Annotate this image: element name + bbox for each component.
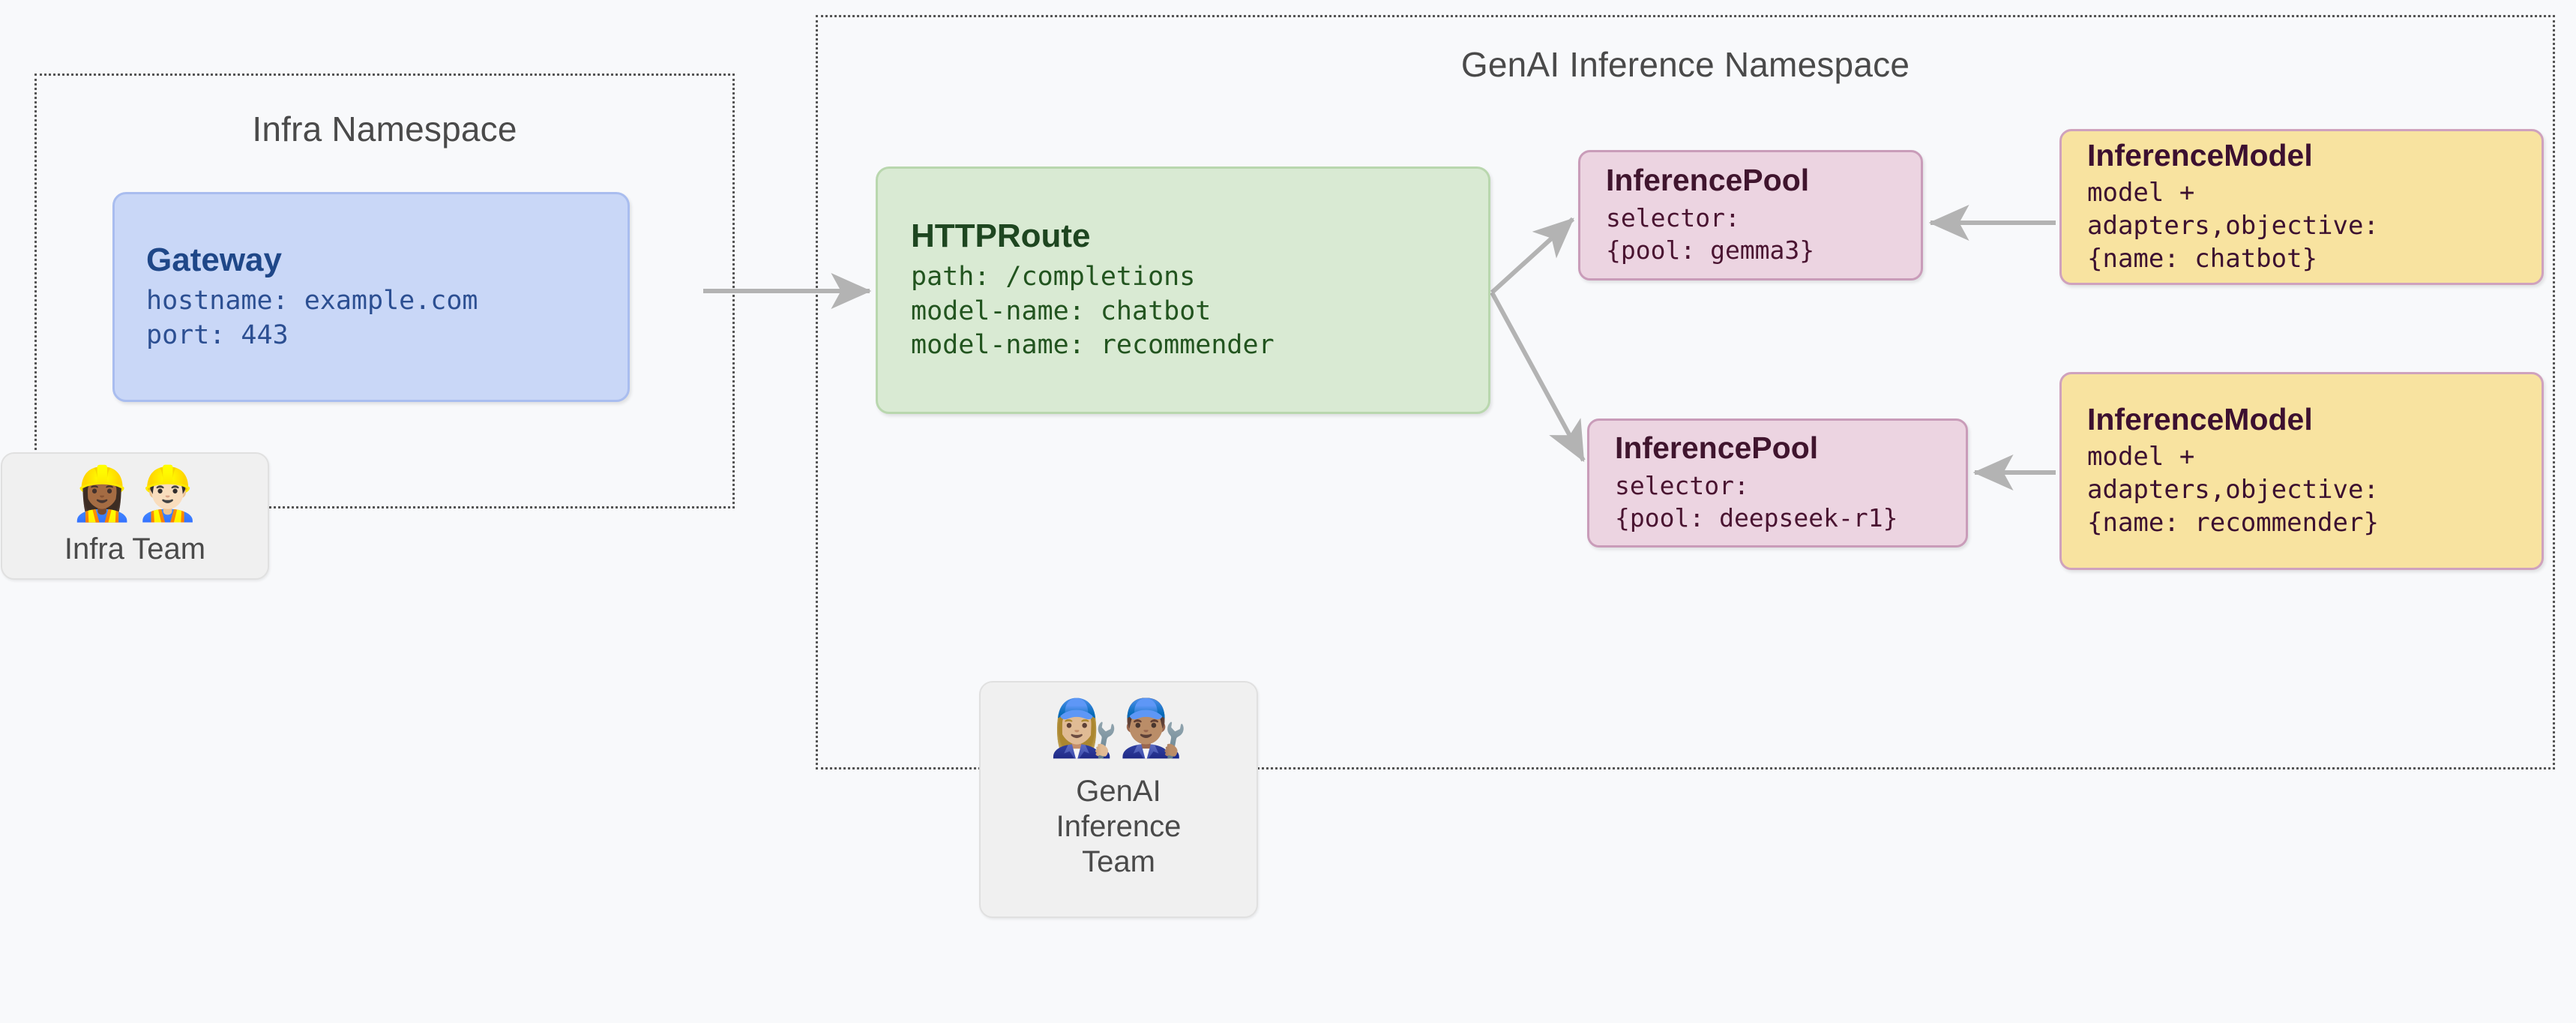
node-gateway-title: Gateway [146,241,282,278]
team-badge-genai-inference[interactable]: 👩🏼‍🔧👨🏽‍🔧 GenAI Inference Team [979,681,1258,918]
namespace-genai-title: GenAI Inference Namespace [1460,45,1910,84]
team-badge-genai-line-2: Inference [1056,810,1182,844]
node-httproute-line-2: model-name: chatbot [911,296,1212,326]
team-badge-genai-line-1: GenAI [1076,775,1161,808]
node-inferencemodel-chatbot-title: InferenceModel [2087,137,2313,172]
node-inferencemodel-chatbot-line-3: {name: chatbot} [2087,244,2318,274]
namespace-genai: GenAI Inference Namespace [816,15,2555,770]
team-badge-infra-label: Infra Team [64,532,206,566]
node-inferencemodel-recommender[interactable]: InferenceModel model + adapters,objectiv… [2059,372,2544,570]
node-inferencemodel-chatbot-line-2: adapters,objective: [2087,210,2379,241]
node-httproute-title: HTTPRoute [911,218,1091,255]
node-gateway-line-2: port: 443 [146,320,289,350]
node-httproute-line-1: path: /completions [911,262,1196,292]
node-httproute[interactable]: HTTPRoute path: /completions model-name:… [876,166,1490,414]
namespace-infra-title: Infra Namespace [252,110,517,148]
node-inferencepool-deepseek-r1-title: InferencePool [1615,430,1819,466]
node-inferencepool-deepseek-r1[interactable]: InferencePool selector: {pool: deepseek-… [1587,418,1968,548]
node-inferencemodel-recommender-line-1: model + [2087,441,2195,472]
node-inferencepool-gemma3-line-2: {pool: gemma3} [1606,235,1815,265]
team-badge-genai-line-3: Team [1082,845,1155,879]
mechanic-icons: 👩🏼‍🔧👨🏽‍🔧 [1049,696,1188,760]
node-inferencemodel-recommender-title: InferenceModel [2087,401,2313,436]
node-inferencepool-deepseek-r1-line-2: {pool: deepseek-r1} [1615,502,1898,532]
node-httproute-line-3: model-name: recommender [911,330,1275,361]
namespace-infra: Infra Namespace [34,74,735,508]
node-inferencepool-deepseek-r1-line-1: selector: [1615,471,1749,501]
team-badge-infra[interactable]: 👷🏾‍♀️👷🏻‍♂️ Infra Team [1,452,269,580]
node-gateway[interactable]: Gateway hostname: example.com port: 443 [112,192,630,402]
node-inferencepool-gemma3-line-1: selector: [1606,203,1740,233]
node-inferencemodel-recommender-line-2: adapters,objective: [2087,474,2379,505]
node-inferencepool-gemma3[interactable]: InferencePool selector: {pool: gemma3} [1578,150,1923,280]
node-gateway-line-1: hostname: example.com [146,286,478,316]
node-inferencemodel-recommender-line-3: {name: recommender} [2087,508,2379,538]
construction-worker-icons: 👷🏾‍♀️👷🏻‍♂️ [69,463,201,524]
node-inferencemodel-chatbot[interactable]: InferenceModel model + adapters,objectiv… [2059,129,2544,285]
node-inferencemodel-chatbot-line-1: model + [2087,177,2195,208]
node-inferencepool-gemma3-title: InferencePool [1606,163,1810,198]
team-badge-genai-inference-label: GenAI Inference Team [1056,774,1182,880]
